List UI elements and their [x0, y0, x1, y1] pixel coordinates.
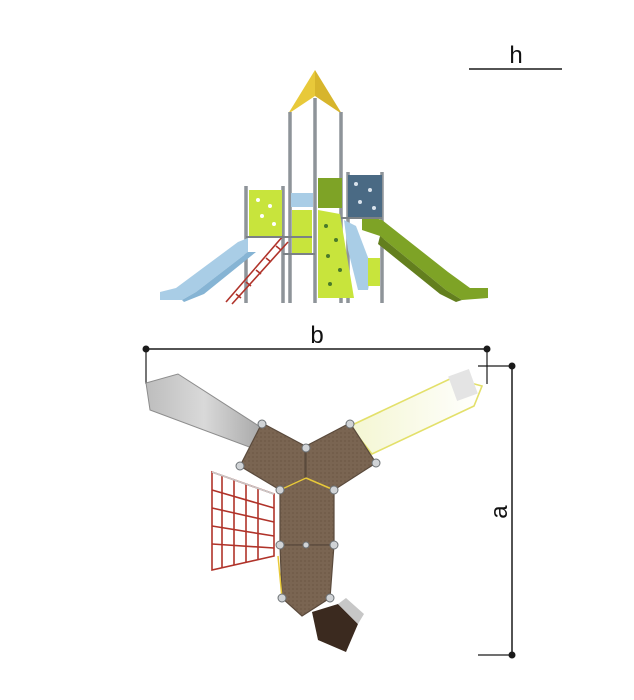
deck-post-bolts: [235, 419, 381, 603]
deck-yellow-edge-1: [279, 477, 307, 491]
lime-panel-left: [249, 190, 282, 236]
deck-center-arm-lower: [279, 544, 335, 617]
light-blue-slide-left-edge: [182, 252, 256, 302]
climb-holds-slate: [354, 182, 376, 210]
deck-yellow-edge-2: [305, 477, 335, 491]
yellow-slide-plan: [348, 377, 484, 455]
yellow-slide-end: [448, 369, 478, 401]
deck-center-arm-upper: [279, 477, 335, 546]
lime-step-right: [368, 258, 380, 286]
dark-slide-plan: [312, 604, 358, 652]
width-label: b: [310, 322, 323, 349]
climb-holds-center: [324, 224, 342, 286]
light-blue-slide-center: [344, 220, 372, 290]
top-plan-view: [145, 369, 484, 652]
olive-panel: [318, 178, 342, 208]
yellow-roof-right: [315, 70, 342, 114]
red-rope-ladder: [225, 235, 289, 305]
grey-slide-plan: [145, 373, 263, 449]
tower-crossbars: [246, 217, 382, 255]
dark-slide-plan-end: [338, 598, 364, 624]
length-label: a: [486, 505, 513, 519]
olive-green-slide-right-edge: [378, 236, 462, 302]
light-blue-slide-left: [160, 238, 248, 300]
lime-panel-center: [292, 210, 312, 254]
front-elevation-view: [160, 70, 488, 305]
red-rope-net-plan: [211, 470, 275, 572]
yellow-roof: [288, 70, 315, 114]
deck-right-arm: [305, 422, 377, 491]
olive-green-slide-right: [362, 214, 488, 300]
deck-yellow-edge-3: [277, 555, 283, 599]
slate-blue-panel: [348, 175, 382, 217]
lime-climbing-wall: [318, 210, 354, 298]
rope-net-post-left: [211, 471, 275, 495]
width-dimension: b: [142, 322, 491, 384]
height-label: h: [509, 42, 522, 69]
length-dimension: a: [478, 362, 516, 659]
light-blue-roof-panel: [291, 193, 313, 207]
height-dimension-legend: h: [469, 42, 562, 70]
climb-holds-left: [256, 198, 276, 226]
